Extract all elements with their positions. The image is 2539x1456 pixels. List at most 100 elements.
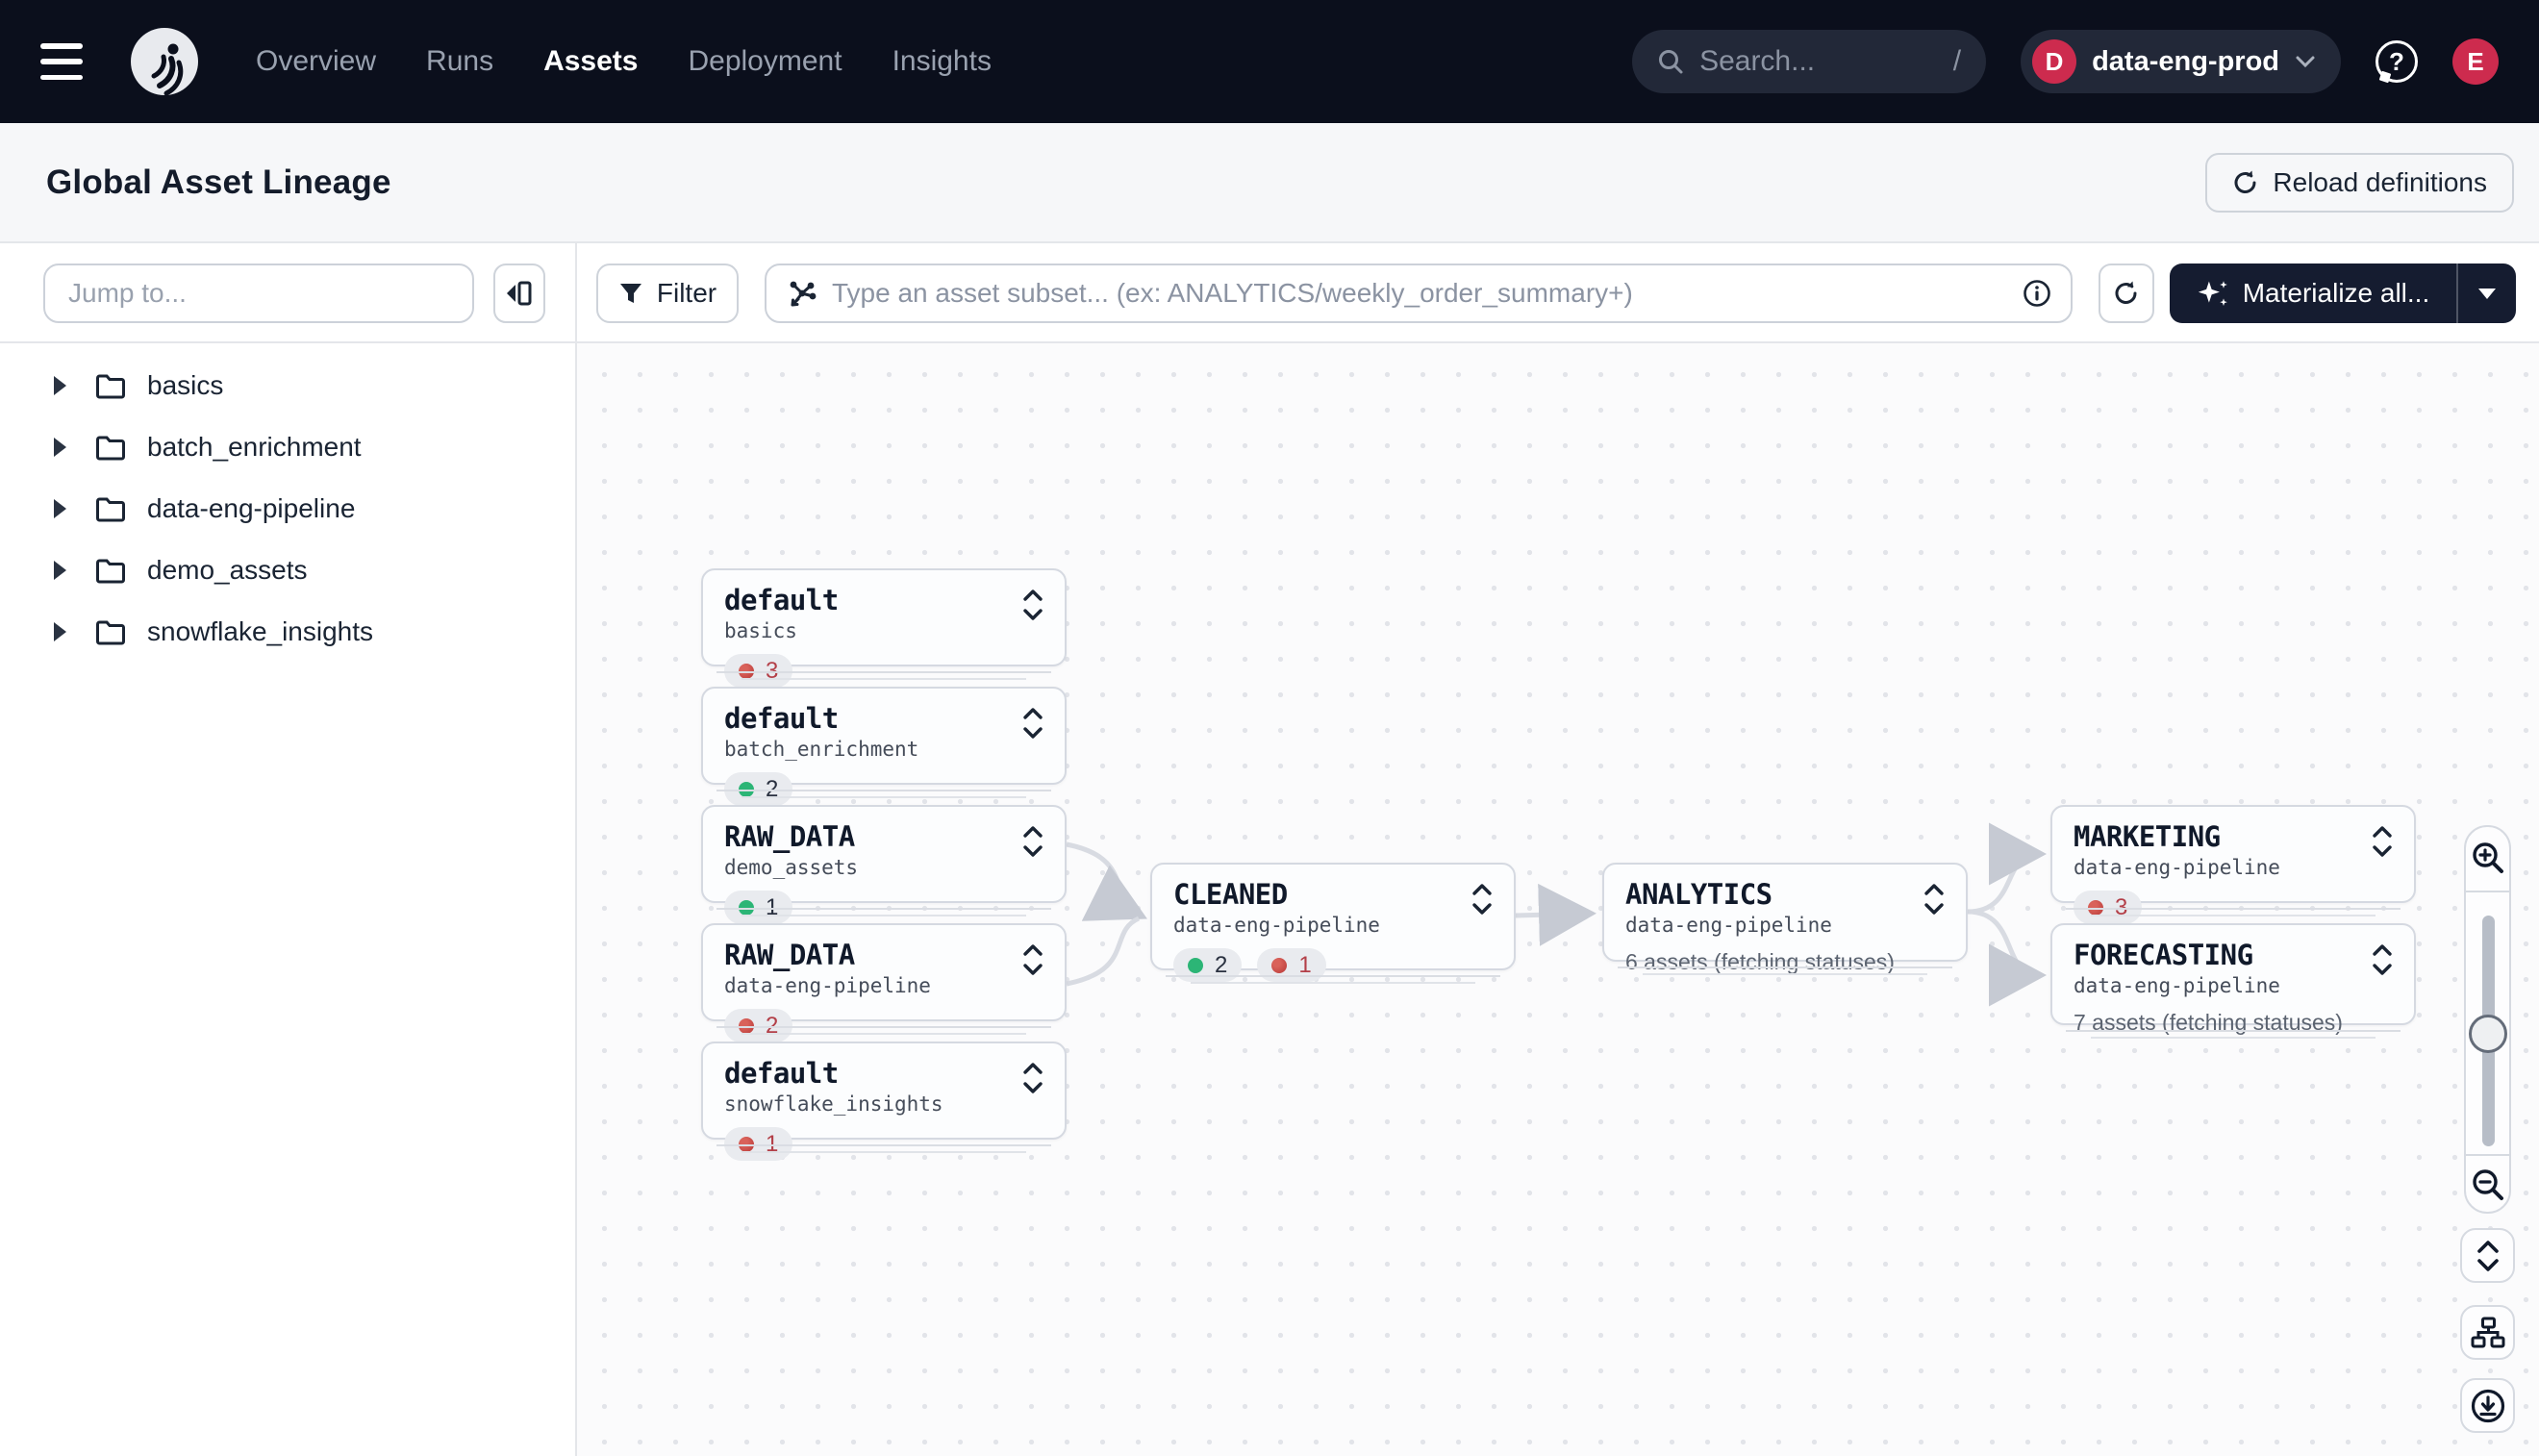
nav-deployment[interactable]: Deployment xyxy=(688,45,842,77)
org-chart-icon xyxy=(2471,1317,2504,1347)
nav-assets[interactable]: Assets xyxy=(543,45,639,77)
zoom-slider-thumb[interactable] xyxy=(2469,1015,2507,1053)
status-dot-icon xyxy=(1271,957,1288,973)
nav-runs[interactable]: Runs xyxy=(426,45,494,77)
expand-collapse-all-button[interactable] xyxy=(2460,1228,2515,1283)
asset-group-node-default-snowflake-insights[interactable]: default snowflake_insights 1 xyxy=(701,1042,1067,1161)
download-icon xyxy=(2471,1389,2504,1422)
sidebar-item-demo-assets[interactable]: demo_assets xyxy=(0,540,575,601)
workspace-switcher[interactable]: D data-eng-prod xyxy=(2021,30,2341,93)
workspace-name: data-eng-prod xyxy=(2092,45,2279,77)
asset-group-node-forecasting[interactable]: FORECASTING data-eng-pipeline 7 assets (… xyxy=(2050,923,2416,1039)
search-shortcut-hint: / xyxy=(1952,45,1962,77)
chevron-down-icon xyxy=(2296,56,2315,68)
nav-overview[interactable]: Overview xyxy=(256,45,377,77)
zoom-out-icon[interactable] xyxy=(2471,1167,2505,1204)
search-input[interactable] xyxy=(1699,45,1938,78)
status-dot-icon xyxy=(739,1017,754,1034)
expand-group-icon[interactable] xyxy=(1923,882,1945,916)
folder-icon xyxy=(96,436,125,460)
status-count: 1 xyxy=(766,893,779,920)
asset-subset-input[interactable] xyxy=(832,278,2009,309)
nav-insights[interactable]: Insights xyxy=(892,45,992,77)
help-icon[interactable]: ? xyxy=(2376,40,2418,83)
status-count: 2 xyxy=(1215,951,1228,978)
caret-right-icon[interactable] xyxy=(54,499,66,518)
status-badge-red: 3 xyxy=(2074,891,2143,924)
status-dot-icon xyxy=(739,781,754,797)
asset-group-node-default-basics[interactable]: default basics 3 xyxy=(701,568,1067,688)
caret-right-icon[interactable] xyxy=(54,376,66,395)
status-count: 2 xyxy=(766,775,779,802)
fetching-status-text: 7 assets (fetching statuses) xyxy=(2074,1010,2343,1035)
status-dot-icon xyxy=(2088,899,2103,916)
materialize-all-button[interactable]: Materialize all... xyxy=(2170,264,2516,323)
status-count: 3 xyxy=(766,657,779,684)
expand-group-icon[interactable] xyxy=(1022,824,1043,859)
asset-group-node-analytics[interactable]: ANALYTICS data-eng-pipeline 6 assets (fe… xyxy=(1602,863,1968,975)
sidebar-item-basics[interactable]: basics xyxy=(0,355,575,416)
top-nav: Overview Runs Assets Deployment Insights… xyxy=(0,0,2539,123)
status-dot-icon xyxy=(739,663,754,679)
materialize-options-dropdown[interactable] xyxy=(2456,264,2516,323)
folder-icon xyxy=(96,374,125,398)
sidebar-item-snowflake-insights[interactable]: snowflake_insights xyxy=(0,601,575,663)
status-dot-icon xyxy=(739,1136,754,1152)
caret-right-icon[interactable] xyxy=(54,438,66,457)
layout-tree-button[interactable] xyxy=(2460,1305,2515,1360)
filter-button[interactable]: Filter xyxy=(596,264,739,323)
caret-right-icon[interactable] xyxy=(54,622,66,641)
expand-group-icon[interactable] xyxy=(1471,882,1493,916)
status-count: 1 xyxy=(1298,951,1312,978)
status-count: 3 xyxy=(2115,893,2128,920)
status-count: 1 xyxy=(766,1130,779,1157)
download-image-button[interactable] xyxy=(2460,1378,2515,1433)
asset-subset-filter xyxy=(765,264,2073,323)
status-dot-icon xyxy=(1188,957,1203,973)
collapse-sidebar-button[interactable] xyxy=(493,264,545,323)
refresh-icon xyxy=(2115,281,2137,304)
info-icon[interactable] xyxy=(2023,279,2051,308)
asset-group-node-default-batch-enrichment[interactable]: default batch_enrichment 2 xyxy=(701,687,1067,806)
op-selector-icon xyxy=(790,281,817,307)
jump-to-input[interactable] xyxy=(43,264,474,323)
global-search[interactable]: / xyxy=(1632,30,1987,93)
fetching-status-text: 6 assets (fetching statuses) xyxy=(1625,949,1895,974)
page-header: Global Asset Lineage Reload definitions xyxy=(0,123,2539,243)
unfold-icon xyxy=(2476,1240,2499,1271)
status-badge-green: 2 xyxy=(724,772,793,806)
refresh-graph-button[interactable] xyxy=(2099,264,2154,323)
folder-icon xyxy=(96,497,125,521)
reload-definitions-button[interactable]: Reload definitions xyxy=(2205,152,2514,213)
asset-group-node-marketing[interactable]: MARKETING data-eng-pipeline 3 xyxy=(2050,805,2416,924)
status-badge-green: 1 xyxy=(724,891,793,924)
expand-group-icon[interactable] xyxy=(1022,1061,1043,1095)
zoom-in-icon[interactable] xyxy=(2471,841,2505,877)
status-badge-green: 2 xyxy=(1173,948,1243,982)
primary-nav: Overview Runs Assets Deployment Insights xyxy=(256,45,992,78)
refresh-icon xyxy=(2234,170,2256,193)
user-avatar[interactable]: E xyxy=(2452,38,2499,85)
expand-group-icon[interactable] xyxy=(1022,706,1043,741)
expand-group-icon[interactable] xyxy=(1022,588,1043,622)
asset-group-sidebar: basics batch_enrichment data-eng-pipelin… xyxy=(0,343,575,1456)
caret-right-icon[interactable] xyxy=(54,561,66,580)
expand-group-icon[interactable] xyxy=(2372,942,2393,977)
expand-group-icon[interactable] xyxy=(1022,942,1043,977)
asset-group-node-rawdata-demo-assets[interactable]: RAW_DATA demo_assets 1 xyxy=(701,805,1067,924)
asset-group-node-rawdata-data-eng-pipeline[interactable]: RAW_DATA data-eng-pipeline 2 xyxy=(701,923,1067,1042)
folder-icon xyxy=(96,559,125,583)
workspace-badge: D xyxy=(2032,39,2077,84)
status-badge-red: 2 xyxy=(724,1009,793,1042)
status-dot-icon xyxy=(739,899,754,916)
status-count: 2 xyxy=(766,1012,779,1039)
hamburger-menu-icon[interactable] xyxy=(40,43,83,80)
caret-down-icon xyxy=(2478,288,2496,299)
expand-group-icon[interactable] xyxy=(2372,824,2393,859)
sparkles-icon xyxy=(2198,281,2227,306)
lineage-graph-canvas[interactable]: default basics 3 default batch_enrichmen… xyxy=(577,343,2539,1456)
sidebar-item-batch-enrichment[interactable]: batch_enrichment xyxy=(0,416,575,478)
filter-funnel-icon xyxy=(619,284,641,303)
sidebar-item-data-eng-pipeline[interactable]: data-eng-pipeline xyxy=(0,478,575,540)
